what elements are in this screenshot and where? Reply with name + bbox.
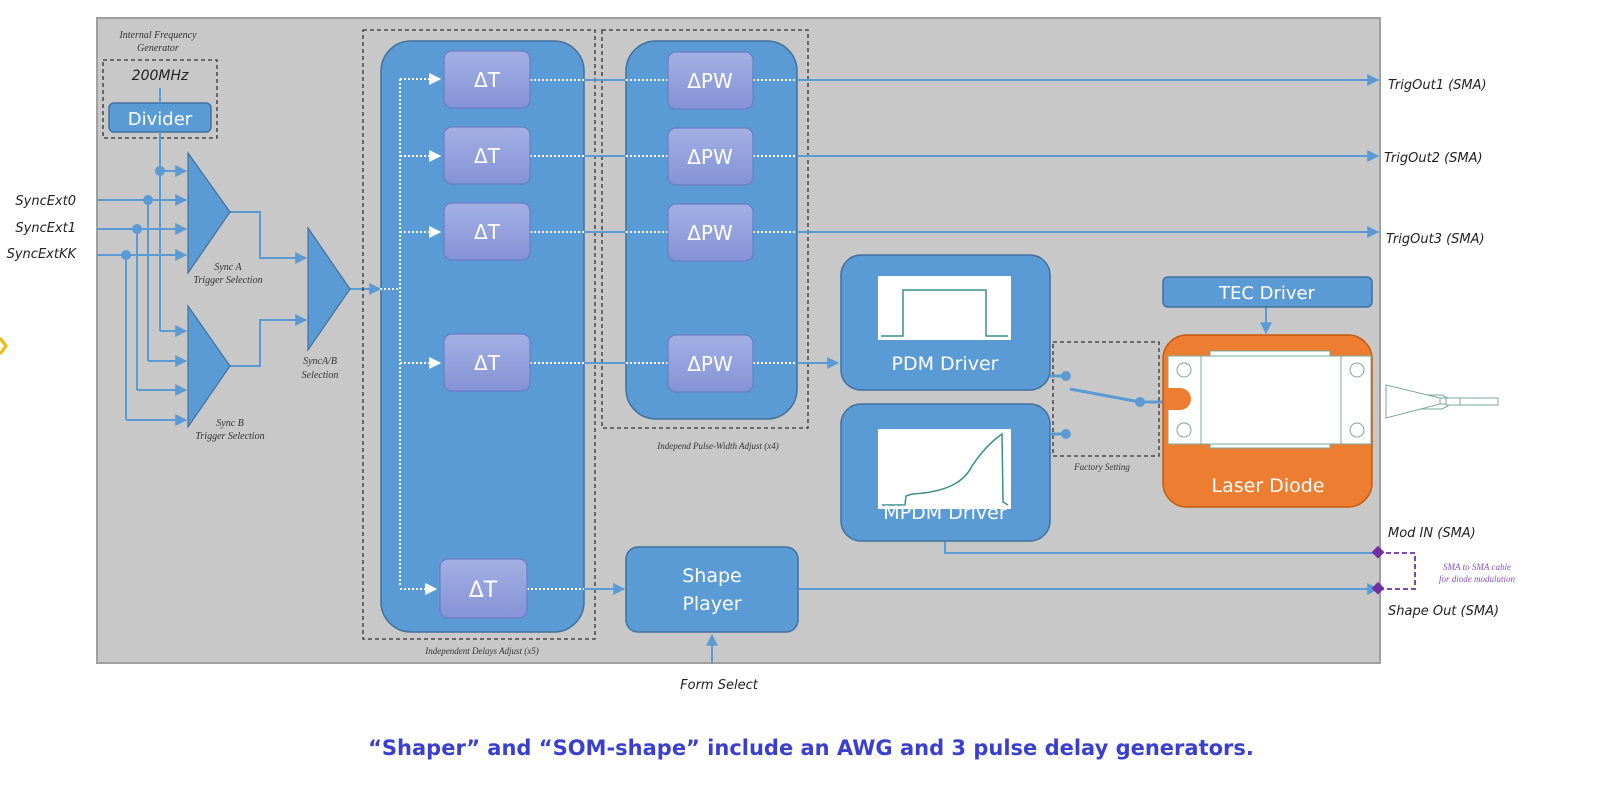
delay-label: ΔT [474, 144, 501, 168]
cursor-marker-icon [0, 337, 8, 355]
trigout3-label: TrigOut3 (SMA) [1386, 232, 1485, 247]
cable-note-2: for diode modulation [1439, 574, 1515, 584]
caption: “Shaper” and “SOM-shape” include an AWG … [368, 736, 1254, 760]
delay-block-1[interactable]: ΔT [443, 50, 531, 109]
input-syncext1: SyncExt1 [15, 221, 76, 236]
fiber-pigtail-icon [1385, 384, 1499, 419]
factory-setting-group [1052, 341, 1160, 457]
factory-setting-label: Factory Setting [1073, 462, 1130, 472]
sync-ab-label-1: SyncA/B [303, 356, 337, 367]
tec-driver-block[interactable]: TEC Driver [1162, 276, 1373, 308]
pw-group-outline [601, 29, 809, 429]
pw-label: ΔPW [687, 352, 733, 376]
pw-block-3[interactable]: ΔPW [667, 203, 754, 262]
junction-dots [121, 166, 165, 260]
trigout2-label: TrigOut2 (SMA) [1384, 151, 1483, 166]
shape-player-block[interactable]: Shape Player [625, 546, 799, 633]
shape-player-label-1: Shape [682, 565, 742, 587]
delay-label: ΔT [474, 351, 501, 375]
square-pulse-icon [881, 289, 1008, 337]
pdm-waveform [878, 276, 1011, 340]
delay-label: ΔT [474, 220, 501, 244]
pw-label: ΔPW [687, 69, 733, 93]
sync-a-selector[interactable] [187, 151, 231, 275]
pw-group-label: Independ Pulse-Width Adjust (x4) [656, 441, 779, 451]
delay-fanout [380, 73, 797, 595]
sync-ab-selector[interactable] [307, 226, 351, 352]
mod-in-label: Mod IN (SMA) [1388, 526, 1476, 541]
pw-label: ΔPW [687, 221, 733, 245]
form-select-label: Form Select [680, 678, 759, 693]
selection-switch[interactable] [1050, 371, 1168, 439]
shape-out-label: Shape Out (SMA) [1388, 604, 1499, 619]
input-syncext0: SyncExt0 [15, 194, 76, 209]
pw-block-2[interactable]: ΔPW [667, 127, 754, 186]
laser-diode-block[interactable]: Laser Diode [1162, 334, 1449, 508]
sync-b-label-2: Trigger Selection [195, 431, 264, 442]
sync-b-label-1: Sync B [216, 418, 244, 429]
sync-a-label-2: Trigger Selection [193, 275, 262, 286]
cable-note-1: SMA to SMA cable [1443, 562, 1511, 572]
freq-gen-title-1: Internal Frequency [118, 30, 197, 41]
delay-group-outline [362, 29, 596, 640]
input-syncextkk: SyncExtKK [7, 247, 78, 262]
laser-package-icon [1167, 350, 1449, 449]
sync-a-label-1: Sync A [214, 262, 242, 273]
sync-ab-label-2: Selection [302, 370, 339, 381]
delay-label: ΔT [474, 68, 501, 92]
pw-label: ΔPW [687, 145, 733, 169]
laser-diode-label: Laser Diode [1212, 475, 1325, 497]
shape-player-label-2: Player [682, 593, 741, 615]
frequency-label: 200MHz [132, 68, 189, 84]
input-routing [97, 88, 382, 426]
delay-group-label: Independent Delays Adjust (x5) [424, 646, 539, 656]
mpdm-driver-label: MPDM Driver [883, 502, 1007, 524]
tec-driver-label: TEC Driver [1218, 283, 1316, 304]
exponential-pulse-icon [882, 432, 1009, 506]
divider-label: Divider [128, 109, 193, 130]
mpdm-driver-block[interactable]: MPDM Driver [840, 403, 1051, 542]
delay-block-5[interactable]: ΔT [439, 558, 528, 619]
sma-cable [1371, 545, 1416, 595]
delay-block-4[interactable]: ΔT [443, 333, 531, 392]
mpdm-waveform [878, 429, 1011, 509]
freq-gen-title-2: Generator [137, 43, 179, 54]
sync-b-selector[interactable] [187, 304, 231, 429]
pw-block-1[interactable]: ΔPW [667, 51, 754, 110]
delay-block-3[interactable]: ΔT [443, 202, 531, 261]
pdm-driver-label: PDM Driver [892, 353, 999, 375]
delay-block-2[interactable]: ΔT [443, 126, 531, 185]
delay-label: ΔT [469, 578, 498, 603]
trigout1-label: TrigOut1 (SMA) [1388, 78, 1487, 93]
inter-group-links [584, 74, 1380, 663]
pw-block-4[interactable]: ΔPW [667, 334, 754, 393]
pdm-driver-block[interactable]: PDM Driver [840, 254, 1051, 391]
